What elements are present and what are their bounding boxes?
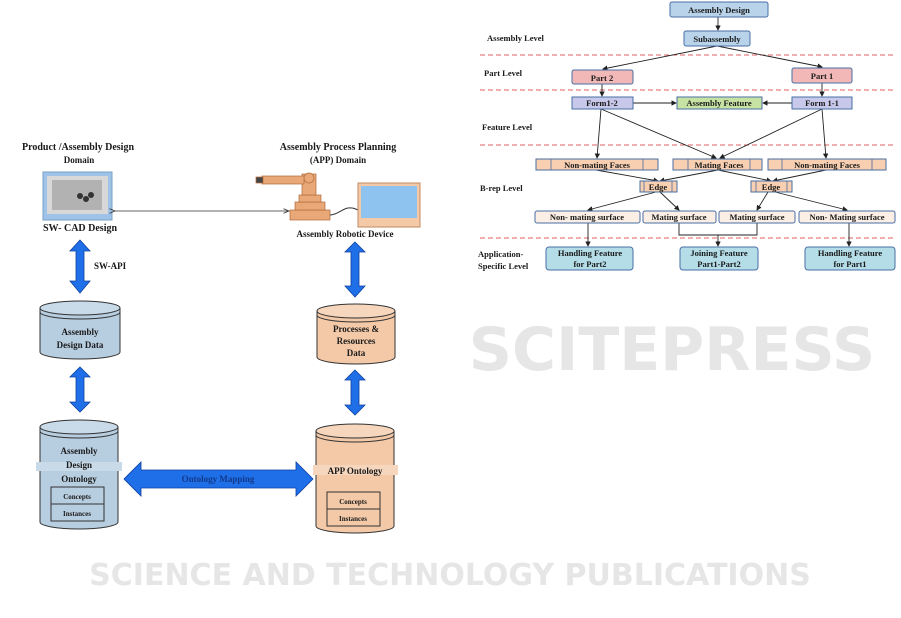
instances-left: Instances — [63, 510, 91, 518]
node-part1 — [791, 67, 853, 84]
instances-right: Instances — [339, 515, 367, 523]
mating-faces-label: Mating Faces — [695, 160, 745, 170]
robot-arm-icon — [255, 172, 331, 221]
node-part2 — [571, 69, 634, 85]
svg-text:Assembly: Assembly — [61, 327, 99, 337]
assembly-feature-label: Assembly Feature — [686, 98, 751, 108]
nonmating-faces-left-label: Non-mating Faces — [564, 160, 631, 170]
ontology-mapping-label: Ontology Mapping — [182, 474, 255, 484]
handling-part2-label-2: for Part2 — [573, 259, 606, 269]
ontology-mapping-arrow — [123, 461, 314, 497]
subassembly-label: Subassembly — [693, 34, 741, 44]
svg-text:Design Data: Design Data — [57, 340, 104, 350]
level-application-1: Application- — [478, 249, 524, 259]
svg-text:Design: Design — [66, 460, 92, 470]
level-brep: B-rep Level — [480, 183, 523, 193]
surface-1-label: Non- mating surface — [550, 212, 624, 222]
connectors — [585, 17, 852, 247]
surface-2-label: Mating surface — [651, 212, 706, 222]
robot-cable — [329, 207, 359, 216]
level-part: Part Level — [484, 68, 523, 78]
node-surface-4 — [798, 210, 896, 224]
form11-label: Form 1-1 — [805, 98, 839, 108]
node-edge-right — [750, 180, 793, 193]
app-ontology-cylinder: APP Ontology Concepts Instances — [313, 423, 398, 534]
watermark-brand: SCITEPRESS — [469, 315, 875, 385]
node-form12 — [571, 96, 634, 110]
node-form11 — [791, 96, 853, 110]
watermark-tagline: SCIENCE AND TECHNOLOGY PUBLICATIONS — [89, 558, 811, 593]
concepts-right: Concepts — [339, 498, 367, 506]
part2-label: Part 2 — [591, 73, 613, 83]
node-nonmating-faces-right — [767, 158, 887, 171]
node-mating-faces — [672, 158, 763, 171]
edge-right-label: Edge — [762, 182, 781, 192]
app-domain-subtitle: (APP) Domain — [310, 155, 366, 165]
handling-part1-label-1: Handling Feature — [818, 248, 883, 258]
svg-text:Data: Data — [347, 348, 366, 358]
surface-4-label: Non- Mating surface — [809, 212, 884, 222]
data-ontology-arrow-left — [69, 366, 91, 413]
svg-text:Resources: Resources — [337, 336, 376, 346]
product-domain-subtitle: Domain — [64, 155, 95, 165]
product-domain-title: Product /Assembly Design — [22, 142, 134, 153]
process-resources-data-cylinder: Processes & Resources Data — [316, 303, 396, 365]
sw-api-label: SW-API — [94, 261, 127, 271]
cad-screen-icon — [42, 171, 113, 221]
robot-label: Assembly Robotic Device — [297, 229, 394, 239]
form12-label: Form1-2 — [586, 98, 618, 108]
node-subassembly — [683, 30, 751, 47]
node-surface-1 — [534, 210, 641, 224]
data-ontology-arrow-right — [344, 369, 366, 416]
level-application-2: Specific Level — [478, 261, 529, 271]
assembly-design-ontology-cylinder: Assembly Design Ontology Concepts Instan… — [36, 419, 122, 530]
nonmating-faces-right-label: Non-mating Faces — [794, 160, 861, 170]
cad-label: SW- CAD Design — [43, 223, 118, 234]
svg-text:Assembly: Assembly — [60, 446, 98, 456]
handling-part1-label-2: for Part1 — [833, 259, 866, 269]
level-feature: Feature Level — [482, 122, 533, 132]
part1-label: Part 1 — [811, 71, 833, 81]
joining-label-1: Joining Feature — [690, 248, 747, 258]
node-assembly-feature — [676, 96, 763, 110]
level-dividers — [480, 54, 893, 239]
node-nonmating-faces-left — [535, 158, 659, 171]
monitor-icon — [357, 182, 421, 228]
node-edge-left — [639, 180, 678, 193]
svg-text:APP Ontology: APP Ontology — [328, 466, 383, 476]
svg-text:Processes &: Processes & — [333, 324, 380, 334]
node-handling-part2 — [545, 246, 634, 271]
joining-label-2: Part1-Part2 — [697, 259, 740, 269]
handling-part2-label-1: Handling Feature — [558, 248, 623, 258]
concepts-left: Concepts — [63, 493, 91, 501]
robot-process-arrow — [344, 241, 366, 298]
sw-api-arrow — [69, 239, 91, 294]
level-assembly: Assembly Level — [487, 33, 545, 43]
assembly-design-label: Assembly Design — [688, 5, 750, 15]
node-assembly-design — [669, 1, 769, 18]
node-joining — [679, 246, 759, 271]
node-handling-part1 — [804, 246, 896, 271]
app-domain-title: Assembly Process Planning — [280, 142, 397, 153]
assembly-design-data-cylinder: Assembly Design Data — [39, 300, 121, 360]
surface-3-label: Mating surface — [729, 212, 784, 222]
node-surface-2 — [642, 210, 717, 224]
node-surface-3 — [718, 210, 796, 224]
edge-left-label: Edge — [649, 182, 668, 192]
svg-text:Ontology: Ontology — [61, 474, 97, 484]
